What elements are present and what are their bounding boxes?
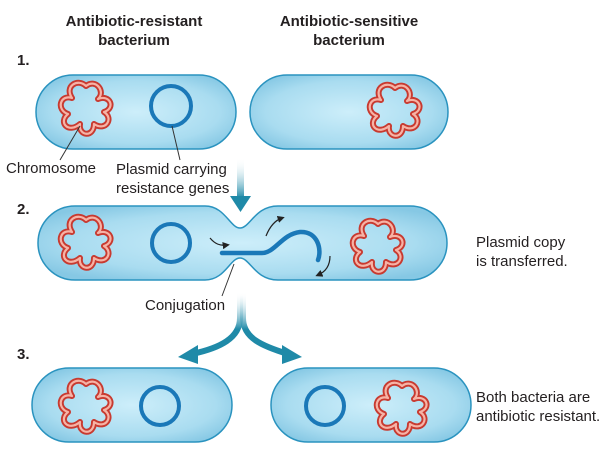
plasmid-transfer-strand — [219, 229, 322, 263]
transition-arrow-head — [230, 196, 251, 212]
chromosome-label: Chromosome — [6, 160, 97, 177]
note-step3-line1: Both bacteria are — [476, 389, 591, 406]
branch-arrow-right — [240, 292, 289, 357]
cell-step3-right — [270, 367, 472, 443]
branch-arrowhead-left — [178, 345, 198, 364]
step-number-1: 1. — [17, 52, 30, 69]
plasmid-label: Plasmid carrying resistance genes — [116, 160, 229, 198]
step-number-2: 2. — [17, 201, 30, 218]
note-step3: Both bacteria are antibiotic resistant. — [476, 388, 600, 426]
plasmid-step3-left — [139, 385, 181, 427]
conjugating-cells-step2 — [37, 205, 448, 281]
note-step2-line1: Plasmid copy — [476, 234, 566, 251]
chromosome-leader — [59, 125, 81, 161]
plasmid-step3-right — [304, 385, 346, 427]
header-sensitive: Antibiotic-sensitive bacterium — [249, 12, 449, 50]
plasmid-label-line1: Plasmid carrying — [116, 161, 227, 178]
branch-arrow-left — [191, 292, 243, 357]
conjugation-leader — [221, 263, 235, 297]
conjugation-label: Conjugation — [145, 297, 226, 314]
header-resistant: Antibiotic-resistant bacterium — [34, 12, 234, 50]
transfer-arrow-3 — [315, 255, 331, 277]
plasmid-leader — [171, 125, 181, 161]
plasmid-step2-left — [150, 222, 192, 264]
header-resistant-line2: bacterium — [98, 32, 170, 49]
transfer-arrow-2 — [265, 215, 285, 237]
branch-arrowhead-right — [282, 345, 302, 364]
header-resistant-line1: Antibiotic-resistant — [65, 13, 203, 30]
note-step3-line2: antibiotic resistant. — [476, 408, 601, 425]
header-sensitive-line2: bacterium — [313, 32, 385, 49]
header-sensitive-line1: Antibiotic-sensitive — [279, 13, 419, 30]
transfer-arrow-1 — [209, 237, 230, 250]
step-number-3: 3. — [17, 346, 30, 363]
cell-sensitive-step1 — [249, 74, 449, 150]
note-step2-line2: is transferred. — [476, 253, 568, 270]
note-step2: Plasmid copy is transferred. — [476, 233, 568, 271]
plasmid-step1 — [149, 84, 193, 128]
plasmid-label-line2: resistance genes — [116, 180, 230, 197]
transition-arrow-shaft — [237, 158, 244, 198]
